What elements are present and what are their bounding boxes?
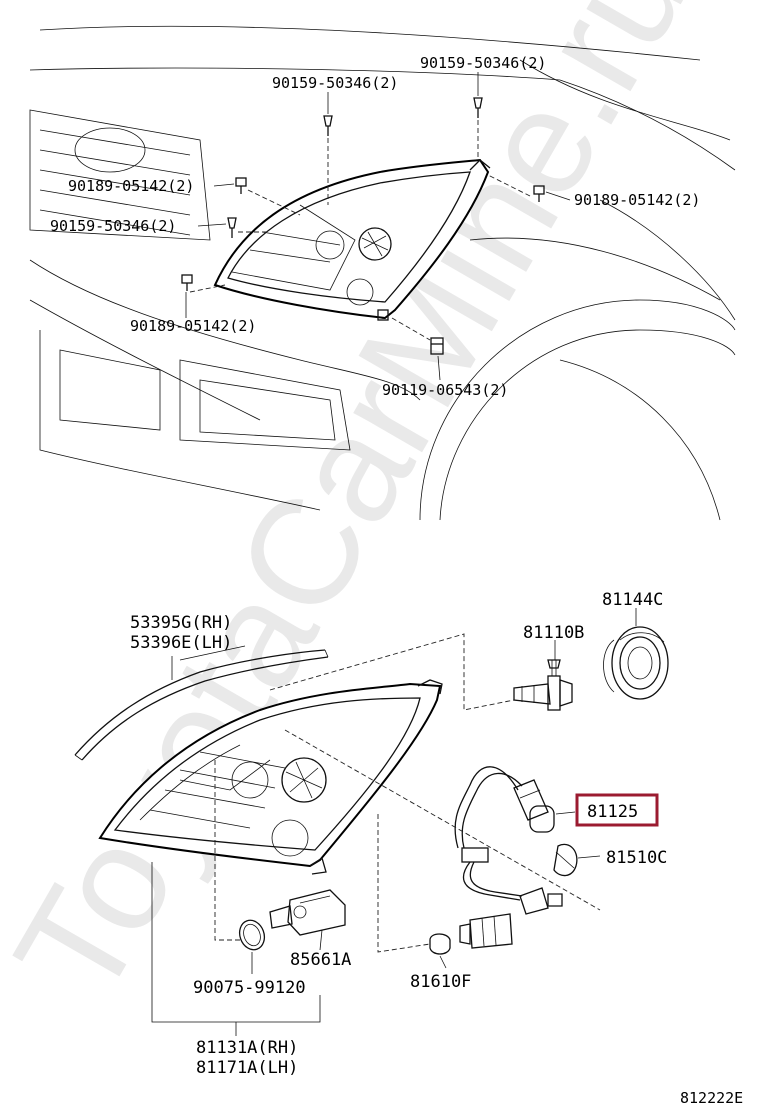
part-label-53396e-lh: 53396E(LH) bbox=[130, 633, 232, 653]
part-label-90189-05142-a: 90189-05142(2) bbox=[68, 177, 194, 195]
part-label-90119-06543: 90119-06543(2) bbox=[382, 381, 508, 399]
rubber-cap-81144c-icon bbox=[603, 626, 669, 700]
bolt-icon bbox=[235, 177, 247, 194]
part-label-81131a-rh: 81131A(RH) bbox=[196, 1038, 298, 1058]
bolt-icon bbox=[533, 185, 545, 202]
screw-icon bbox=[227, 217, 237, 238]
part-label-81610f: 81610F bbox=[410, 972, 471, 992]
part-label-90189-05142-b: 90189-05142(2) bbox=[574, 191, 700, 209]
watermark: ToyotaCarMine.ru bbox=[0, 0, 720, 1026]
part-label-90159-50346-b: 90159-50346(2) bbox=[420, 54, 546, 72]
lower-dashed-leaders bbox=[214, 633, 601, 953]
vehicle-front-outline bbox=[29, 25, 736, 521]
upper-headlamp bbox=[213, 158, 491, 321]
lower-leaders bbox=[151, 608, 637, 1036]
bulb-81110b-icon bbox=[513, 659, 573, 711]
bulb-81610f-icon bbox=[429, 933, 451, 955]
bulb-81510c-icon bbox=[553, 843, 578, 877]
headlamp-moulding bbox=[74, 645, 329, 761]
part-label-81110b: 81110B bbox=[523, 623, 584, 643]
part-label-90075-99120: 90075-99120 bbox=[193, 978, 306, 998]
part-label-81125: 81125 bbox=[587, 802, 638, 822]
part-label-81144c: 81144C bbox=[602, 590, 663, 610]
upper-leaders bbox=[185, 72, 571, 381]
part-label-53395g-rh: 53395G(RH) bbox=[130, 613, 232, 633]
bolt-icon bbox=[181, 274, 193, 291]
highlight-box-81125[interactable] bbox=[575, 793, 659, 827]
side-socket-icon bbox=[459, 913, 513, 949]
upper-fasteners bbox=[181, 97, 545, 355]
leveling-actuator-icon bbox=[269, 889, 346, 936]
socket-wire-harness bbox=[454, 766, 563, 915]
screw-icon bbox=[323, 115, 333, 136]
o-ring-icon bbox=[238, 919, 266, 951]
part-label-85661a: 85661A bbox=[290, 950, 351, 970]
part-label-90159-50346-a: 90159-50346(2) bbox=[272, 74, 398, 92]
part-label-90189-05142-c: 90189-05142(2) bbox=[130, 317, 256, 335]
part-label-90159-50346-c: 90159-50346(2) bbox=[50, 217, 176, 235]
clip-nut-icon bbox=[430, 337, 444, 355]
part-label-81510c: 81510C bbox=[606, 848, 667, 868]
diagram-id: 812222E bbox=[680, 1089, 743, 1107]
lower-labels: 53395G(RH) 53396E(LH) 81110B 81144C 8112… bbox=[130, 590, 667, 1078]
screw-icon bbox=[473, 97, 483, 118]
main-headlamp bbox=[98, 679, 443, 875]
part-label-81171a-lh: 81171A(LH) bbox=[196, 1058, 298, 1078]
upper-labels: 90159-50346(2) 90159-50346(2) 90189-0514… bbox=[50, 54, 700, 399]
